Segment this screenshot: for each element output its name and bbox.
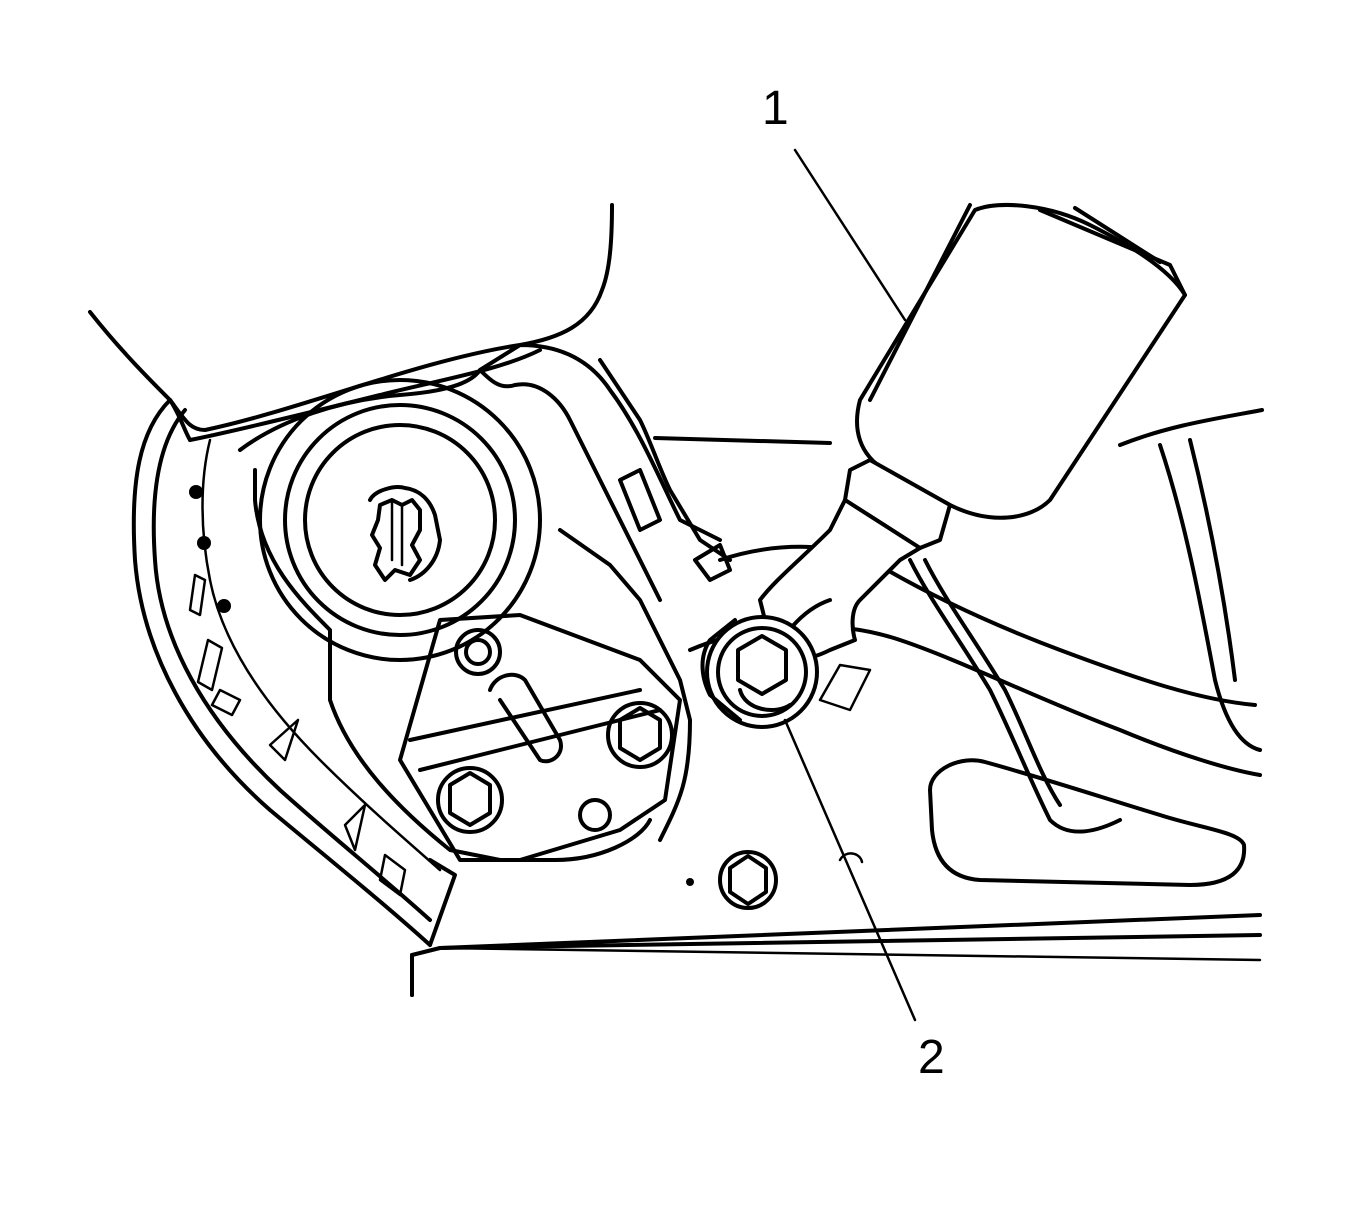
bolt-upper-right <box>606 701 674 769</box>
seat-side-trim <box>131 398 457 947</box>
callout-2-label: 2 <box>918 1031 945 1084</box>
recliner-disc <box>258 378 542 662</box>
rear-foot-bracket <box>908 558 1247 887</box>
seat-cushion <box>88 203 614 442</box>
socket-wrench <box>700 203 1187 729</box>
floor-plate <box>410 913 1262 997</box>
leader-line-2 <box>783 718 917 1022</box>
bolt-floor <box>686 850 864 910</box>
recliner-housing <box>238 343 732 862</box>
bolt-lower-left <box>436 766 504 834</box>
callout-1-label: 1 <box>762 82 789 135</box>
leader-lines <box>783 148 917 1022</box>
leader-line-1 <box>793 148 907 322</box>
